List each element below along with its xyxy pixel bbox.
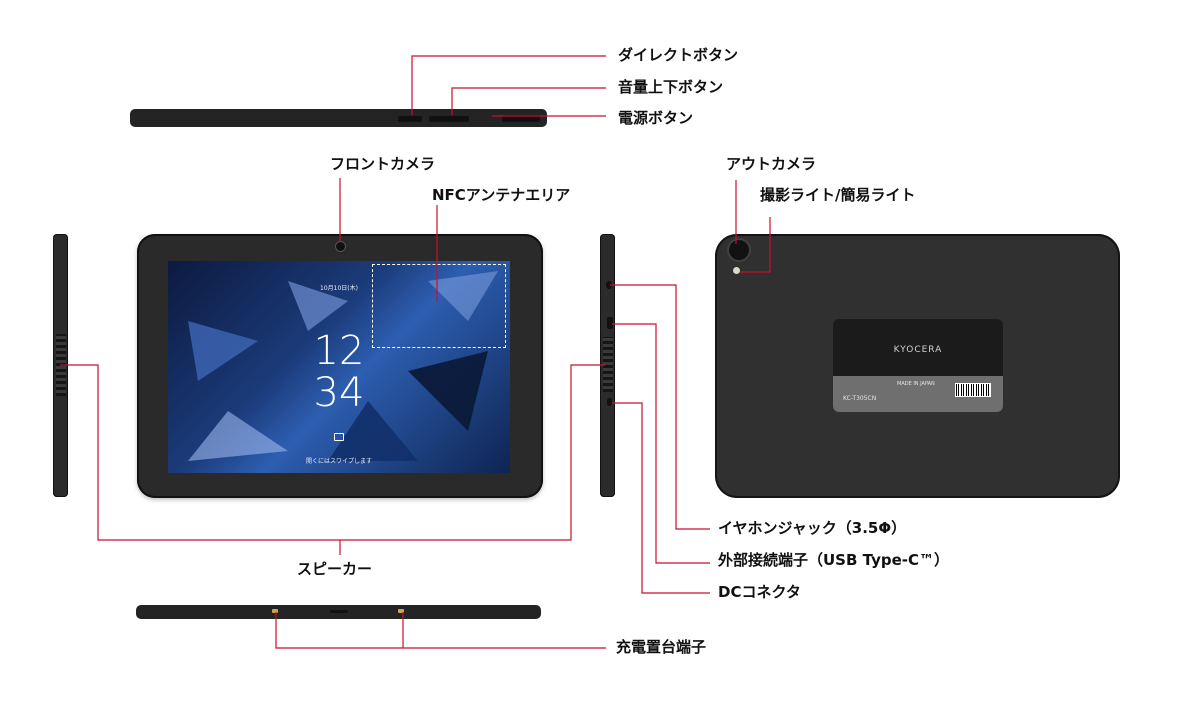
nfc-antenna-area [372,264,506,348]
lock-screen: 10月10日(木) 12 34 開くにはスワイプします [168,261,510,473]
tablet-bottom-edge [136,605,541,619]
label-charging: 充電置台端子 [616,638,707,656]
lock-date: 10月10日(木) [320,285,358,292]
earphone-jack-shape [606,281,612,289]
dc-connector-shape [607,398,612,406]
label-front-camera: フロントカメラ [330,155,436,173]
light-lens [733,267,740,274]
label-power-button: 電源ボタン [618,109,694,127]
bottom-slot [330,610,348,613]
charging-pin-right [398,609,404,613]
power-button-shape [502,115,540,122]
speaker-grill-right [603,337,613,392]
unlock-icon [334,433,344,441]
model-number: KC-T305CN [843,395,877,402]
tablet-back: KYOCERA KC-T305CN MADE IN JAPAN [715,234,1120,498]
label-volume-button: 音量上下ボタン [618,78,724,96]
tablet-right-side [600,234,615,497]
label-out-camera: アウトカメラ [726,155,817,173]
front-camera-lens [335,241,346,252]
info-strip: KC-T305CN MADE IN JAPAN [833,376,1003,412]
label-light: 撮影ライト/簡易ライト [760,186,916,204]
tablet-front: 10月10日(木) 12 34 開くにはスワイプします [137,234,543,498]
wallpaper-shapes [188,271,498,461]
label-panel: KYOCERA KC-T305CN MADE IN JAPAN [833,319,1003,412]
barcode [955,383,991,397]
unlock-hint: 開くにはスワイプします [305,458,372,465]
lock-hour: 12 [313,328,365,374]
out-camera-lens [727,238,751,262]
volume-button-shape [429,116,469,122]
charging-pin-left [272,609,278,613]
direct-button-shape [398,116,422,122]
label-speaker: スピーカー [297,560,373,578]
label-nfc-area: NFCアンテナエリア [432,186,571,204]
tablet-top-edge [130,109,547,127]
label-dc: DCコネクタ [718,583,801,601]
label-usb: 外部接続端子（USB Type-C™） [718,551,950,569]
label-earphone: イヤホンジャック（3.5Φ） [718,519,907,537]
made-in-text: MADE IN JAPAN [897,381,935,387]
kyocera-logo: KYOCERA [893,345,943,355]
usb-port-shape [607,317,613,329]
lock-minute: 34 [313,370,365,416]
label-direct-button: ダイレクトボタン [618,46,739,64]
